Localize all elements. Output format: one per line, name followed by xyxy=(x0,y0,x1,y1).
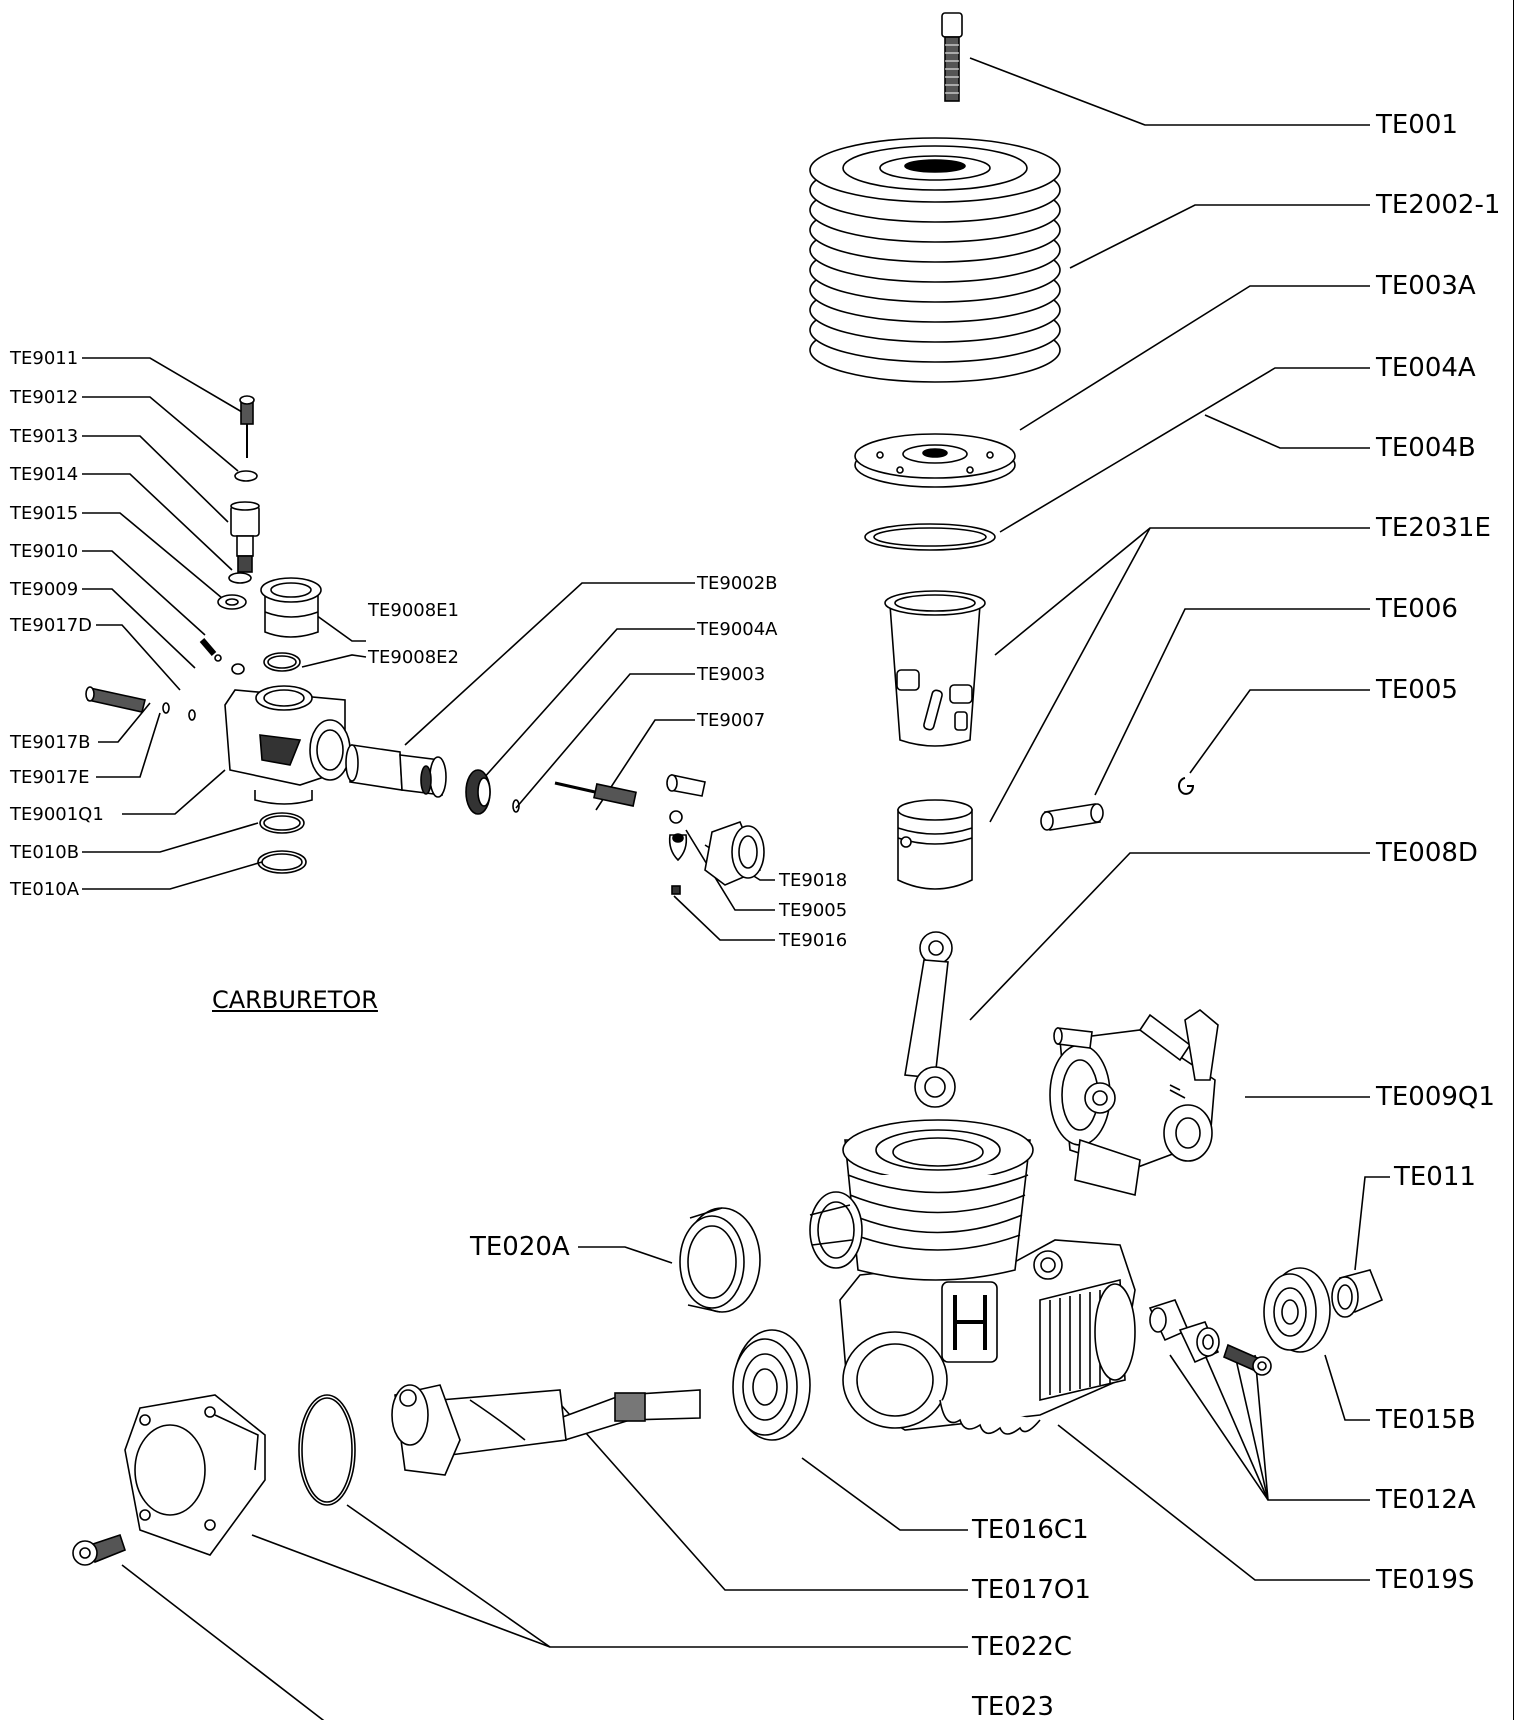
carb-o-ring-b xyxy=(259,812,305,834)
head-gasket xyxy=(864,523,996,551)
wrist-pin xyxy=(1040,803,1104,831)
fuel-nipple xyxy=(217,594,247,610)
grub-screw xyxy=(671,885,681,895)
label-te006: TE006 xyxy=(1376,594,1458,624)
back-plate-o-ring xyxy=(298,1394,356,1506)
label-te9007: TE9007 xyxy=(697,710,766,731)
label-te020a: TE020A xyxy=(470,1232,570,1262)
small-oring-e xyxy=(162,702,170,714)
cap-o-ring xyxy=(263,652,301,672)
label-te022c: TE022C xyxy=(972,1632,1073,1662)
label-te008d: TE008D xyxy=(1376,838,1478,868)
throttle-barrel xyxy=(345,744,447,798)
needle-holder xyxy=(230,501,260,573)
label-te9012: TE9012 xyxy=(10,387,79,408)
label-te9004a: TE9004A xyxy=(697,619,778,640)
label-te9018: TE9018 xyxy=(779,870,848,891)
label-te023: TE023 xyxy=(972,1692,1054,1722)
crankcase xyxy=(839,1239,1136,1435)
label-te9014: TE9014 xyxy=(10,464,79,485)
label-te019s: TE019S xyxy=(1376,1565,1475,1595)
idle-needle xyxy=(239,395,255,458)
label-te001: TE001 xyxy=(1376,110,1458,140)
spray-bar-housing xyxy=(704,820,765,886)
label-te9015: TE9015 xyxy=(10,503,79,524)
button-head-insert xyxy=(854,433,1016,488)
label-te012a: TE012A xyxy=(1376,1485,1476,1515)
label-te017o1: TE017O1 xyxy=(972,1575,1091,1605)
label-te9009: TE9009 xyxy=(10,579,79,600)
label-te9017b: TE9017B xyxy=(10,732,91,753)
fuel-inlet-nipple xyxy=(666,774,706,862)
rear-bushing xyxy=(1331,1269,1384,1318)
label-te010b: TE010B xyxy=(10,842,80,863)
main-needle xyxy=(554,781,637,807)
tiny-o-ring xyxy=(512,799,520,813)
carb-o-ring-a xyxy=(257,850,307,874)
crankcase-cylinder xyxy=(809,1119,1034,1281)
label-te9010: TE9010 xyxy=(10,541,79,562)
label-te010a: TE010A xyxy=(10,879,80,900)
label-te9005: TE9005 xyxy=(779,900,848,921)
label-te003a: TE003A xyxy=(1376,271,1476,301)
label-te9001q1: TE9001Q1 xyxy=(10,804,104,825)
air-bleed-screw xyxy=(85,686,146,713)
label-te015b: TE015B xyxy=(1376,1405,1476,1435)
holder-o-ring xyxy=(228,572,252,584)
label-te009q1: TE009Q1 xyxy=(1376,1082,1495,1112)
label-te9002b: TE9002B xyxy=(697,573,778,594)
label-te9016: TE9016 xyxy=(779,930,848,951)
throttle-spring xyxy=(465,769,491,815)
label-te016c1: TE016C1 xyxy=(972,1515,1089,1545)
carburetor-section-title: CARBURETOR xyxy=(212,986,378,1014)
label-te9011: TE9011 xyxy=(10,348,79,369)
label-te9008e1: TE9008E1 xyxy=(368,600,460,621)
spring-screw xyxy=(199,638,222,662)
label-te005: TE005 xyxy=(1376,675,1458,705)
crankshaft xyxy=(391,1384,701,1476)
label-te004b: TE004B xyxy=(1376,433,1476,463)
needle-o-ring xyxy=(234,470,258,482)
front-bearing xyxy=(732,1329,811,1441)
rear-bearing xyxy=(1263,1267,1331,1353)
carb-body xyxy=(224,685,351,805)
label-te9003: TE9003 xyxy=(697,664,766,685)
crank-nut-set xyxy=(1148,1299,1272,1376)
label-te9017d: TE9017D xyxy=(10,615,93,636)
back-plate xyxy=(124,1394,266,1556)
label-te004a: TE004A xyxy=(1376,353,1476,383)
back-plate-screw xyxy=(72,1533,126,1566)
label-te9017e: TE9017E xyxy=(10,767,90,788)
label-te9013: TE9013 xyxy=(10,426,79,447)
label-te2002-1: TE2002-1 xyxy=(1376,190,1501,220)
label-te2031e: TE2031E xyxy=(1376,513,1491,543)
engine-leader-lines xyxy=(121,57,1390,1720)
label-te9008e2: TE9008E2 xyxy=(368,647,460,668)
carburetor-assembled xyxy=(1049,1009,1219,1196)
intake-adapter xyxy=(679,1207,761,1313)
head-screw xyxy=(941,12,963,102)
cylinder-head xyxy=(809,137,1061,383)
throttle-barrel-cap xyxy=(260,577,322,638)
piston xyxy=(897,799,973,890)
cylinder-sleeve xyxy=(884,590,986,747)
wrist-pin-clip xyxy=(1178,777,1195,795)
connecting-rod xyxy=(904,931,956,1108)
label-te011: TE011 xyxy=(1394,1162,1476,1192)
small-washer xyxy=(231,663,245,675)
small-oring-d xyxy=(188,709,196,721)
